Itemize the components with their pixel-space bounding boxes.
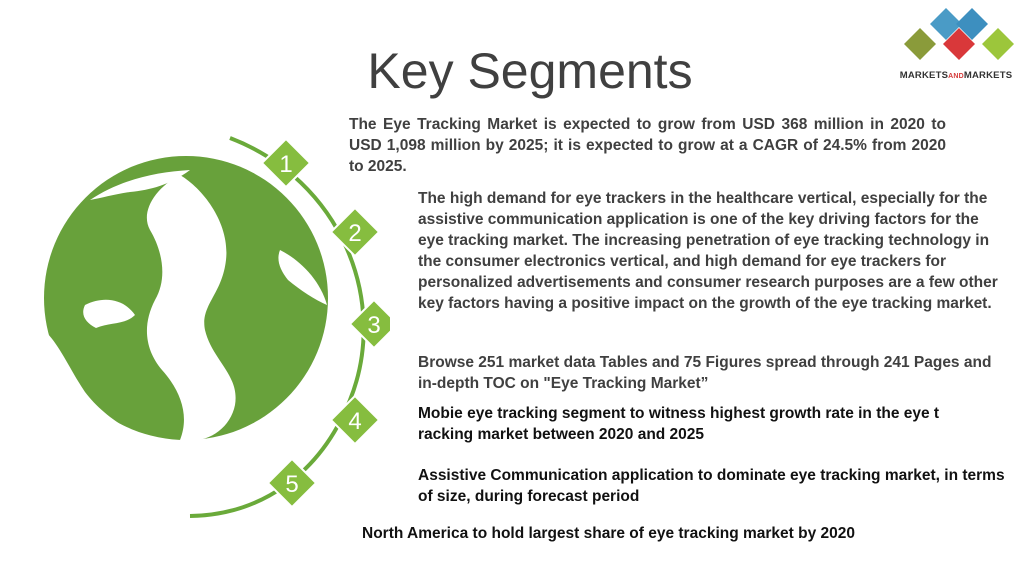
logo-diamond-blue-right (956, 8, 988, 40)
marker-3: 3 (348, 298, 390, 350)
slide-title: Key Segments (367, 43, 693, 99)
globe-graphic: 1 2 3 4 5 (44, 136, 390, 518)
marker-5-label: 5 (285, 471, 298, 498)
logo-wordmark: MARKETSANDMARKETS (888, 70, 1024, 81)
mobile-segment-paragraph: Mobie eye tracking segment to witness hi… (418, 405, 940, 443)
timeline-arc (189, 136, 366, 518)
assistive-application-paragraph: Assistive Communication application to d… (418, 467, 1005, 505)
ocean-gulf (83, 299, 135, 328)
ocean-atlantic (146, 175, 236, 441)
ocean-pacific (44, 330, 148, 438)
marker-2: 2 (329, 206, 381, 258)
marker-1: 1 (260, 137, 312, 189)
logo-word-markets-2: MARKETS (963, 70, 1013, 81)
ocean-east (278, 250, 327, 305)
browse-report-paragraph: Browse 251 market data Tables and 75 Fig… (418, 354, 992, 392)
marker-4: 4 (329, 394, 381, 446)
marker-1-label: 1 (279, 151, 292, 178)
marker-2-label: 2 (348, 220, 361, 247)
marker-3-label: 3 (367, 312, 380, 339)
logo-diamond-blue (930, 8, 962, 40)
logo-diamond-green (982, 28, 1014, 60)
market-drivers-paragraph: The high demand for eye trackers in the … (418, 190, 998, 312)
ocean-top (90, 170, 190, 200)
logo-word-and: AND (948, 73, 964, 80)
north-america-paragraph: North America to hold largest share of e… (362, 525, 856, 542)
intro-paragraph: The Eye Tracking Market is expected to g… (349, 116, 946, 175)
logo-diamond-olive (904, 28, 936, 60)
globe (44, 156, 328, 441)
marker-4-label: 4 (348, 408, 361, 435)
logo-diamond-red (943, 28, 975, 60)
logo-word-markets-1: MARKETS (899, 70, 949, 81)
marker-5: 5 (266, 457, 318, 509)
marketsandmarkets-logo (904, 8, 1014, 60)
